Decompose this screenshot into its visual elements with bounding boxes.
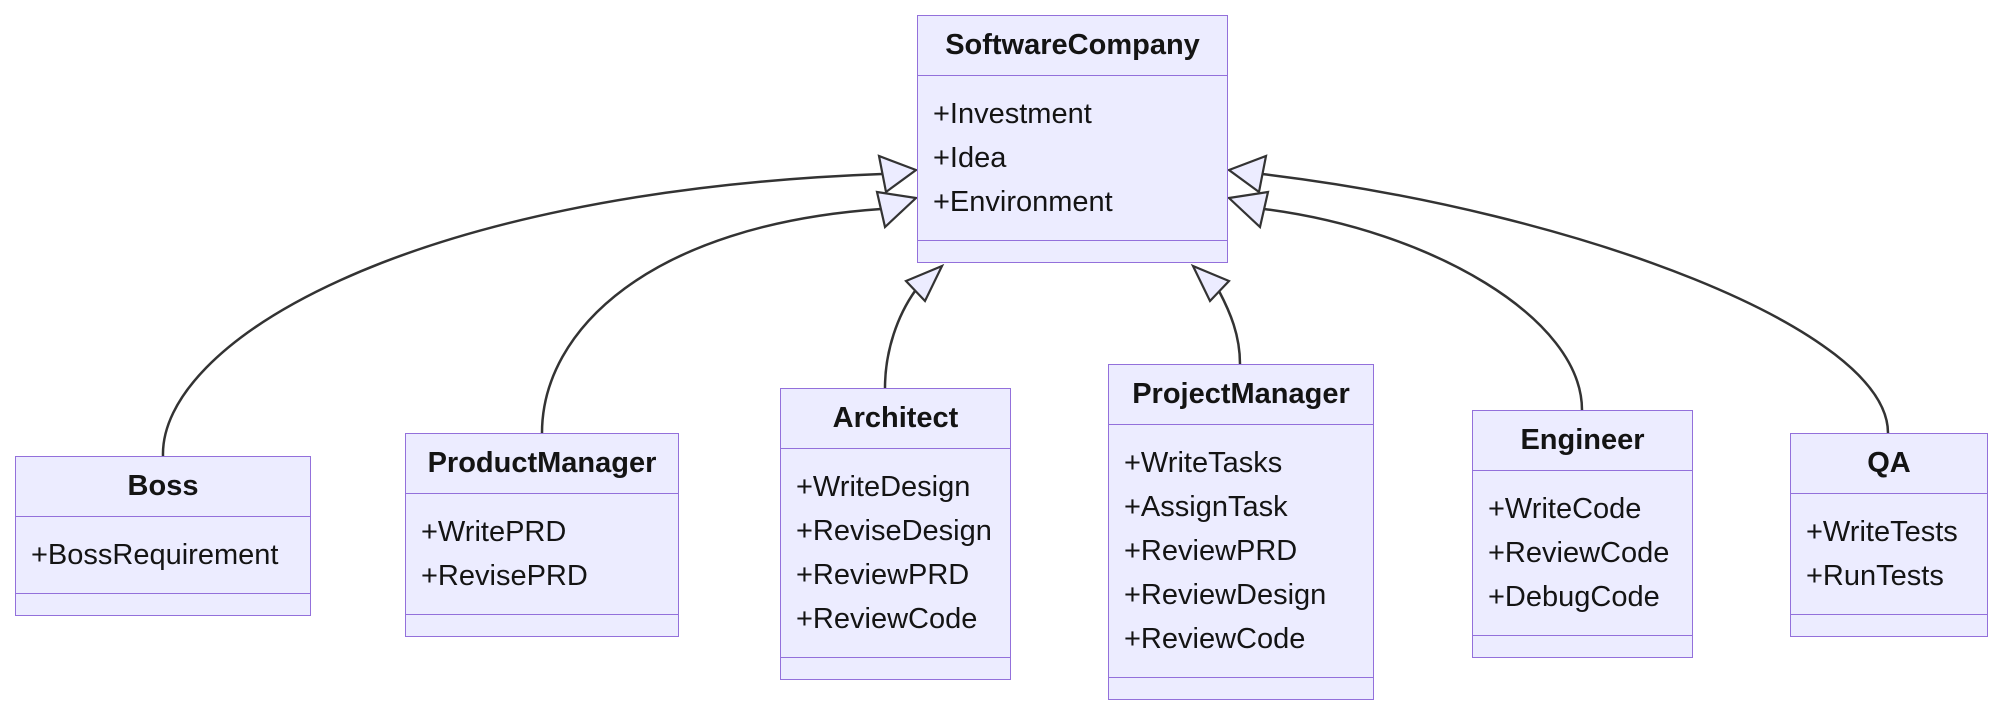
attribute: +WriteDesign (796, 471, 971, 503)
attribute: +ReviewCode (796, 603, 978, 635)
class-node-projectmanager: ProjectManager +WriteTasks +AssignTask +Re… (1108, 364, 1374, 700)
attribute: +ReviewCode (1124, 623, 1306, 655)
attribute: +AssignTask (1124, 491, 1288, 523)
attribute: +DebugCode (1488, 581, 1660, 613)
class-title: ProductManager (406, 434, 678, 494)
attribute: +ReviewCode (1488, 537, 1670, 569)
attribute: +WriteTasks (1124, 447, 1283, 479)
methods-compartment (781, 657, 1010, 679)
attributes-compartment: +WritePRD +RevisePRD (406, 494, 678, 614)
attribute: +ReviewPRD (1124, 535, 1298, 567)
class-title: Engineer (1473, 411, 1692, 471)
class-node-productmanager: ProductManager +WritePRD +RevisePRD (405, 433, 679, 637)
attribute: +ReviewPRD (796, 559, 970, 591)
methods-compartment (1791, 614, 1987, 636)
attribute: +ReviewDesign (1124, 579, 1327, 611)
attributes-compartment: +Investment +Idea +Environment (918, 76, 1227, 240)
inheritance-arrowhead-engineer (1226, 190, 1270, 230)
edge-boss-to-softwarecompany (161, 172, 883, 457)
attribute: +Investment (933, 98, 1092, 130)
attribute: +Idea (933, 142, 1007, 174)
inheritance-arrowhead-boss (877, 154, 919, 194)
class-node-engineer: Engineer +WriteCode +ReviewCode +DebugCode (1472, 410, 1693, 658)
attributes-compartment: +WriteCode +ReviewCode +DebugCode (1473, 471, 1692, 635)
class-node-architect: Architect +WriteDesign +ReviseDesign +Revi… (780, 388, 1011, 680)
class-title: QA (1791, 434, 1987, 494)
class-node-softwarecompany: SoftwareCompany +Investment +Idea +Environ… (917, 15, 1228, 263)
attribute: +WritePRD (421, 516, 567, 548)
edge-qa-to-softwarecompany (1261, 172, 1890, 434)
attributes-compartment: +WriteDesign +ReviseDesign +ReviewPRD +Revi… (781, 449, 1010, 657)
attribute: +RevisePRD (421, 560, 588, 592)
class-node-qa: QA +WriteTests +RunTests (1790, 433, 1988, 637)
inheritance-arrowhead-projectmanager (1190, 263, 1231, 303)
attribute: +ReviseDesign (796, 515, 992, 547)
inheritance-arrowhead-qa (1226, 154, 1268, 194)
attribute: +RunTests (1806, 560, 1944, 592)
attributes-compartment: +BossRequirement (16, 517, 310, 593)
inheritance-arrowhead-productmanager (875, 190, 919, 230)
edge-architect-to-softwarecompany (883, 290, 917, 389)
attribute: +Environment (933, 186, 1113, 218)
class-title: ProjectManager (1109, 365, 1373, 425)
inheritance-arrowhead-architect (904, 263, 945, 303)
attributes-compartment: +WriteTasks +AssignTask +ReviewPRD +ReviewD… (1109, 425, 1373, 677)
edge-projectmanager-to-softwarecompany (1217, 290, 1242, 365)
edge-productmanager-to-softwarecompany (540, 207, 882, 434)
attribute: +WriteCode (1488, 493, 1642, 525)
methods-compartment (16, 593, 310, 615)
methods-compartment (1109, 677, 1373, 699)
class-title: SoftwareCompany (918, 16, 1227, 76)
attribute: +BossRequirement (31, 539, 279, 571)
class-title: Architect (781, 389, 1010, 449)
methods-compartment (406, 614, 678, 636)
attributes-compartment: +WriteTests +RunTests (1791, 494, 1987, 614)
methods-compartment (918, 240, 1227, 262)
class-title: Boss (16, 457, 310, 517)
methods-compartment (1473, 635, 1692, 657)
edge-engineer-to-softwarecompany (1263, 207, 1584, 411)
class-node-boss: Boss +BossRequirement (15, 456, 311, 616)
attribute: +WriteTests (1806, 516, 1958, 548)
